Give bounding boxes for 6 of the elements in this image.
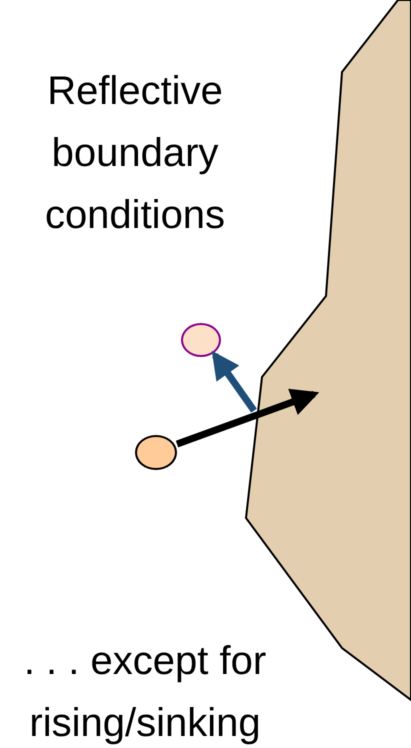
particle-circle: [135, 435, 177, 470]
arrow: [176, 388, 320, 448]
caption-text: Reflective boundary conditions: [44, 68, 226, 239]
arrow: [212, 350, 257, 413]
caption-text: . . . except for rising/sinking: [22, 638, 268, 747]
reflected-particle-circle: [181, 323, 221, 357]
